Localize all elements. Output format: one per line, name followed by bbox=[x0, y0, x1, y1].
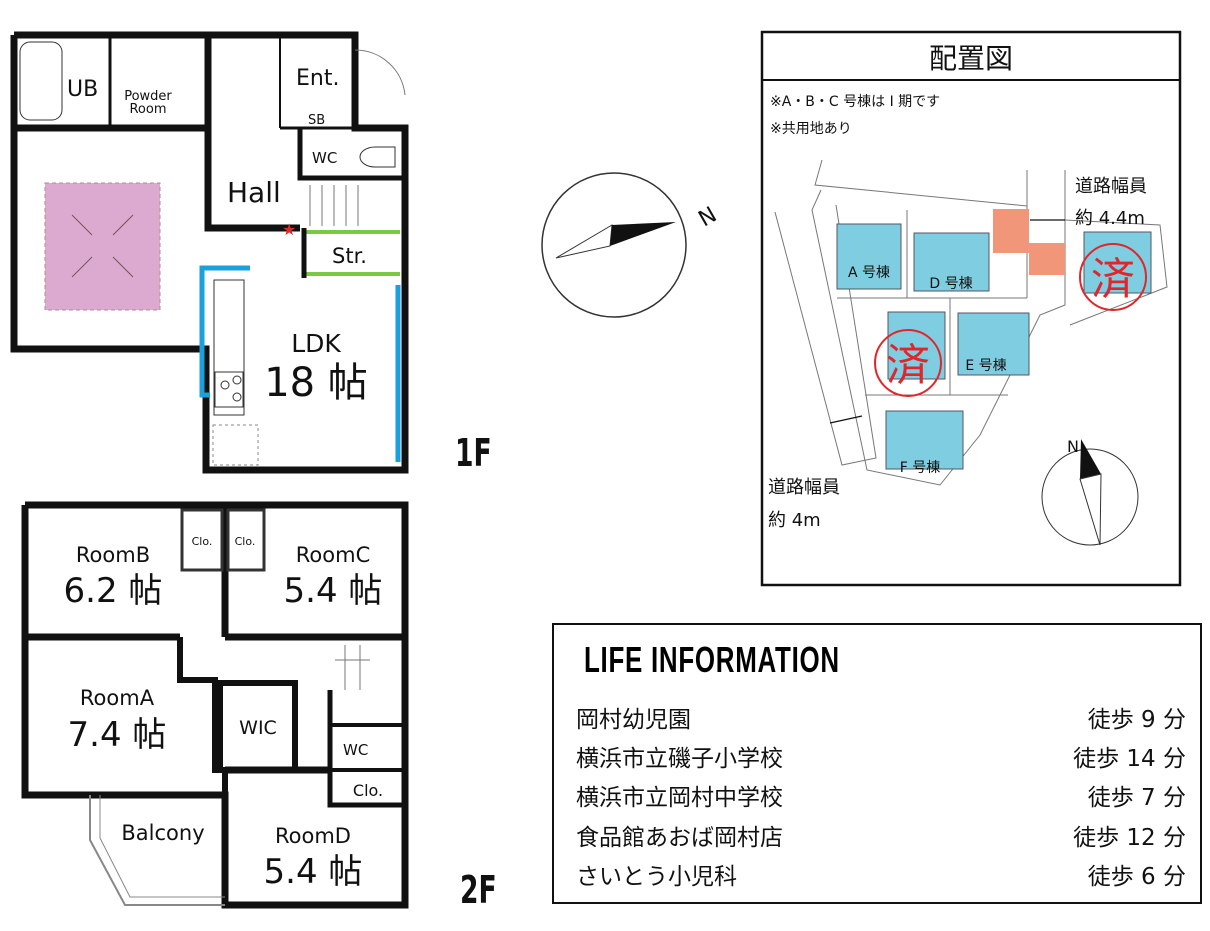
walk-time: 徒歩 14 分 bbox=[1073, 746, 1186, 772]
road-width-arrow bbox=[829, 219, 1065, 424]
svg-text:済: 済 bbox=[886, 340, 930, 391]
facility-name: 食品館あおば岡村店 bbox=[576, 825, 783, 851]
site-map: 配置図 ※A・B・C 号棟は I 期です ※共用地あり A 号棟 D 号棟 E … bbox=[760, 30, 1182, 587]
room-label-ldk: LDK bbox=[291, 329, 341, 358]
room-label-roomd: RoomD bbox=[275, 824, 351, 848]
life-information-panel: LIFE INFORMATION 岡村幼児園徒歩 9 分 横浜市立磯子小学校徒歩… bbox=[552, 623, 1202, 904]
room-label-rooma: RoomA bbox=[80, 686, 155, 710]
facility-name: 岡村幼児園 bbox=[576, 707, 691, 733]
facility-name: 横浜市立岡村中学校 bbox=[576, 785, 783, 811]
road-width-label-top: 道路幅員 bbox=[1075, 176, 1147, 197]
room-size-roomd: 5.4 帖 bbox=[264, 852, 363, 892]
room-label-ub: UB bbox=[67, 77, 98, 102]
room-size-rooma: 7.4 帖 bbox=[68, 715, 167, 755]
site-note-2: ※共用地あり bbox=[770, 121, 852, 137]
building-f bbox=[885, 410, 964, 470]
room-label-wc: WC bbox=[312, 149, 337, 167]
sold-stamp: 済 bbox=[1079, 243, 1147, 311]
room-label-clo-2: Clo. bbox=[235, 535, 256, 548]
common-area bbox=[993, 209, 1029, 253]
room-label-ent: Ent. bbox=[296, 66, 339, 91]
building-label-d: D 号棟 bbox=[929, 276, 972, 292]
floor-1-plan: ★ UB Powder Room Ent. SB WC Hall Str. LD… bbox=[10, 31, 492, 475]
room-size-roomb: 6.2 帖 bbox=[64, 571, 163, 611]
life-item: 横浜市立磯子小学校 徒歩 14 分 bbox=[576, 739, 1186, 773]
svg-text:N: N bbox=[1067, 437, 1079, 456]
room-label-sb: SB bbox=[308, 113, 325, 128]
current-position-star-icon: ★ bbox=[282, 220, 296, 239]
life-item: 横浜市立岡村中学校 徒歩 7 分 bbox=[576, 778, 1186, 812]
building-c bbox=[1083, 231, 1152, 294]
walk-time: 徒歩 7 分 bbox=[1087, 785, 1186, 811]
room-label-roomc: RoomC bbox=[296, 543, 370, 567]
room-label-clo-1: Clo. bbox=[192, 535, 213, 548]
room-label-powder-2: Room bbox=[129, 102, 166, 117]
room-label-str: Str. bbox=[332, 244, 367, 268]
room-label-wc-2f: WC bbox=[343, 741, 368, 759]
room-size-ldk: 18 帖 bbox=[264, 360, 368, 406]
road-width-value-left: 約 4m bbox=[768, 510, 821, 531]
floor-label-2f: 2F bbox=[460, 868, 497, 912]
site-map-title: 配置図 bbox=[929, 42, 1013, 75]
room-label-wic: WIC bbox=[239, 717, 277, 739]
floor-label-1f: 1F bbox=[455, 431, 492, 475]
facility-name: 横浜市立磯子小学校 bbox=[576, 746, 783, 772]
life-item: さいとう小児科 徒歩 6 分 bbox=[576, 857, 1186, 891]
room-label-balcony: Balcony bbox=[121, 821, 204, 845]
building-label-e: E 号棟 bbox=[965, 358, 1006, 374]
site-note-1: ※A・B・C 号棟は I 期です bbox=[770, 94, 940, 110]
room-label-clo-3: Clo. bbox=[353, 781, 383, 800]
svg-text:済: 済 bbox=[1091, 254, 1135, 305]
site-compass-icon: N bbox=[1041, 437, 1139, 546]
life-information-title: LIFE INFORMATION bbox=[584, 639, 840, 680]
sold-stamp: 済 bbox=[874, 329, 942, 397]
road-width-value-top: 約 4.4m bbox=[1075, 208, 1145, 229]
facility-name: さいとう小児科 bbox=[576, 864, 737, 890]
walk-time: 徒歩 9 分 bbox=[1087, 707, 1186, 733]
walk-time: 徒歩 12 分 bbox=[1073, 825, 1186, 851]
life-item: 岡村幼児園 徒歩 9 分 bbox=[576, 700, 1186, 734]
building-a bbox=[836, 223, 902, 290]
room-label-powder: Powder bbox=[124, 89, 172, 104]
floor-2-plan: RoomB 6.2 帖 Clo. Clo. RoomC 5.4 帖 RoomA … bbox=[21, 501, 497, 912]
building-label-a: A 号棟 bbox=[848, 265, 890, 281]
compass-icon: N bbox=[541, 172, 721, 318]
building-d bbox=[913, 232, 990, 292]
road-width-label-left: 道路幅員 bbox=[768, 477, 840, 498]
entrance-door-swing bbox=[354, 49, 406, 96]
room-size-roomc: 5.4 帖 bbox=[284, 571, 383, 611]
compass-north-label: N bbox=[694, 202, 721, 232]
life-item: 食品館あおば岡村店 徒歩 12 分 bbox=[576, 818, 1186, 852]
room-label-hall: Hall bbox=[227, 176, 281, 209]
building-label-f: F 号棟 bbox=[900, 460, 941, 476]
walk-time: 徒歩 6 分 bbox=[1087, 864, 1186, 890]
building-e bbox=[957, 312, 1030, 376]
atrium-void bbox=[44, 182, 161, 311]
room-label-roomb: RoomB bbox=[76, 543, 150, 567]
